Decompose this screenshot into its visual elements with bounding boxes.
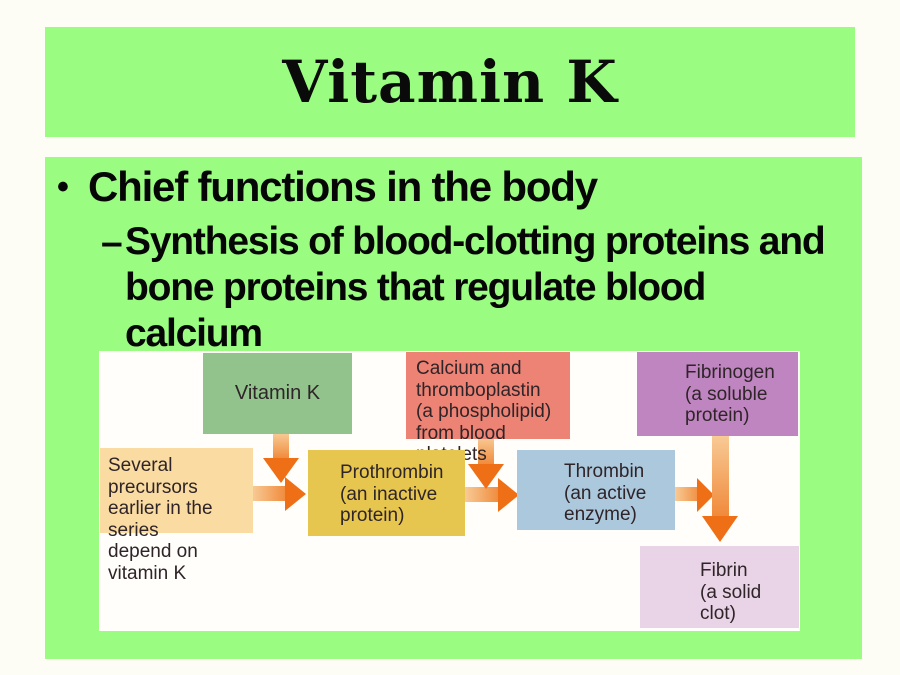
arrow-shaft	[675, 487, 701, 501]
dash-icon: –	[101, 221, 123, 264]
clotting-flowchart: Vitamin K Calcium and thromboplastin (a …	[99, 351, 800, 631]
arrow-shaft	[712, 435, 729, 517]
right-arrowhead-icon	[697, 478, 714, 512]
fibrin-box: Fibrin (a solid clot)	[640, 546, 799, 628]
bullet-level2-text: Synthesis of blood-clotting proteins and…	[125, 220, 826, 355]
arrow-shaft	[273, 433, 289, 459]
down-arrowhead-icon	[468, 464, 504, 489]
right-arrowhead-icon	[285, 477, 306, 511]
bullet-icon: •	[57, 168, 69, 206]
arrow-shaft	[465, 487, 500, 502]
vitamin-k-box: Vitamin K	[203, 353, 352, 434]
slide-title-banner: Vitamin K	[45, 27, 855, 137]
precursors-box: Several precursors earlier in the series…	[100, 448, 253, 584]
bullet-level1-text: Chief functions in the body	[88, 163, 598, 210]
down-arrowhead-icon	[263, 458, 299, 483]
vitamin-k-label: Vitamin K	[234, 381, 321, 404]
arrow-shaft	[252, 486, 287, 501]
calcium-thromboplastin-box: Calcium and thromboplastin (a phospholip…	[406, 352, 570, 465]
arrow-shaft	[478, 437, 494, 465]
page-title: Vitamin K	[282, 48, 618, 116]
prothrombin-box: Prothrombin (an inactive protein)	[308, 450, 465, 536]
fibrinogen-box: Fibrinogen (a soluble protein)	[637, 352, 798, 436]
down-arrowhead-icon	[702, 516, 738, 542]
thrombin-box: Thrombin (an active enzyme)	[517, 450, 675, 530]
